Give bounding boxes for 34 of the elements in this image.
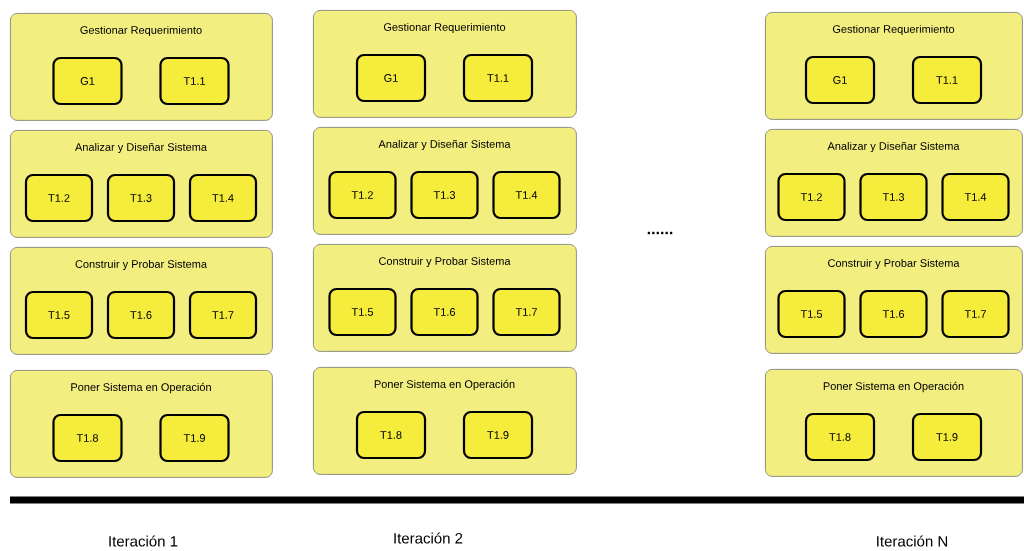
task-box: T1.2 [24,173,94,223]
iteration-label: Iteración N [877,535,948,547]
task-box: T1.7 [188,290,258,340]
task-box: T1.5 [24,290,94,340]
task-box: T1.3 [410,170,479,220]
task-box: G1 [52,56,123,106]
task-box: T1.8 [52,413,123,463]
iteration-label: Iteración 1 [109,535,178,547]
task-box: T1.9 [462,410,534,460]
task-box: T1.7 [492,287,561,337]
task-box: T1.4 [492,170,561,220]
task-box: T1.1 [911,55,983,105]
ellipsis-dots: ...... [647,231,673,235]
task-box: T1.8 [804,412,876,462]
task-box: T1.2 [777,172,846,222]
task-box: T1.8 [355,410,427,460]
task-box: T1.6 [410,287,479,337]
task-box: T1.1 [462,53,534,103]
task-box: T1.6 [106,290,176,340]
task-box: T1.5 [328,287,397,337]
iteration-label: Iteración 2 [394,532,463,544]
task-box: T1.6 [859,289,928,339]
task-box: T1.1 [159,56,230,106]
task-box: T1.3 [106,173,176,223]
task-box: T1.9 [159,413,230,463]
task-box: G1 [355,53,427,103]
task-box: G1 [804,55,876,105]
task-box: T1.5 [777,289,846,339]
task-box: T1.2 [328,170,397,220]
task-box: T1.9 [911,412,983,462]
task-box: T1.3 [859,172,928,222]
task-box: T1.7 [941,289,1010,339]
task-box: T1.4 [941,172,1010,222]
task-box: T1.4 [188,173,258,223]
